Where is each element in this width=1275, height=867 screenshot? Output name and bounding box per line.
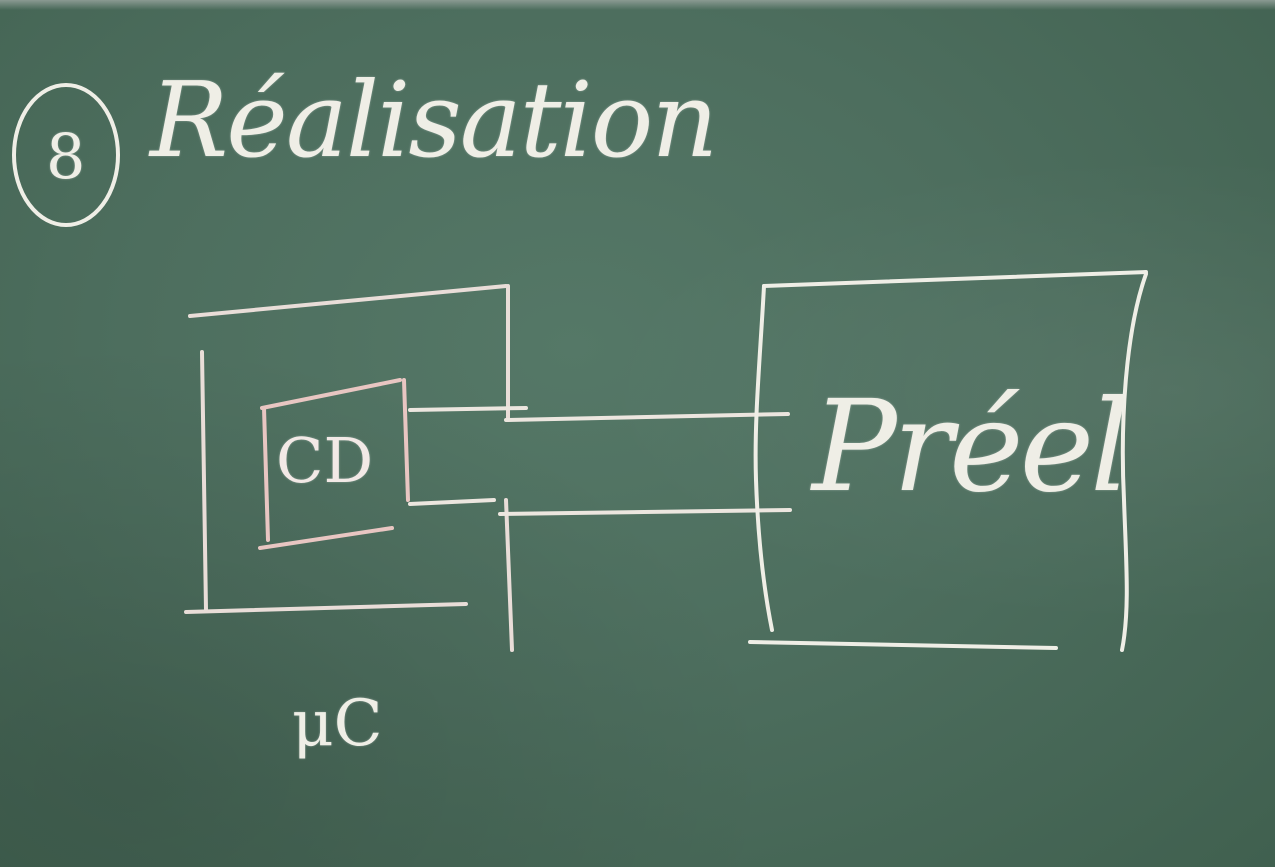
plant-box: [748, 270, 1148, 652]
wire-bottom: [408, 498, 792, 516]
section-number: 8: [46, 120, 86, 193]
section-title: Réalisation: [150, 59, 718, 181]
board-top-edge: [0, 0, 1275, 10]
section-number-circle: [12, 83, 120, 227]
plant-label: Préel: [812, 373, 1130, 520]
controller-label: CD: [276, 424, 374, 497]
connection-wires: [408, 406, 792, 516]
wire-top: [408, 406, 790, 422]
microcontroller-label: μC: [292, 687, 383, 761]
microcontroller-box: [184, 284, 514, 652]
controller-box: [258, 378, 410, 550]
